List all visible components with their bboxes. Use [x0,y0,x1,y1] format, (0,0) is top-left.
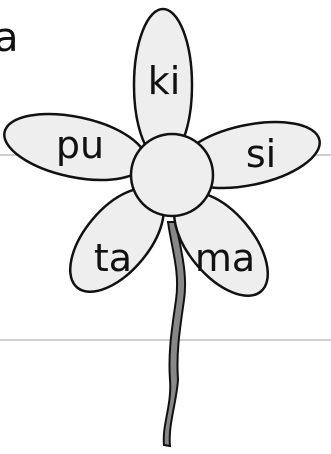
syllable-si: si [246,132,276,176]
flower-center [131,134,213,216]
syllable-pu: pu [56,123,104,167]
syllable-ma: ma [195,236,255,280]
syllable-ta: ta [94,236,132,280]
syllable-ki: ki [148,59,181,103]
flower-stem [164,222,185,446]
